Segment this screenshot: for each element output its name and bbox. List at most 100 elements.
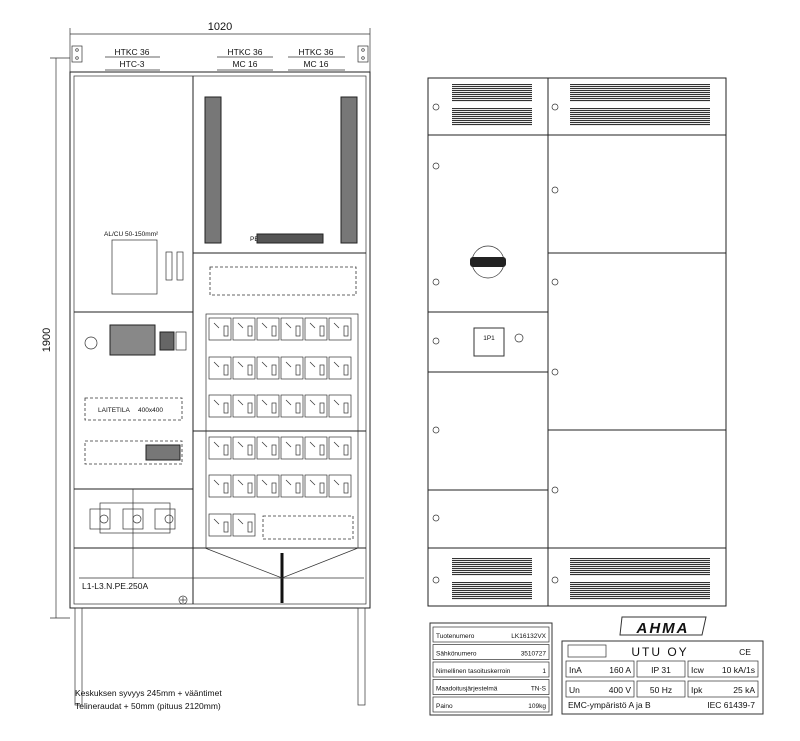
- vent-slot: [452, 118, 532, 120]
- vent-slot: [570, 94, 710, 96]
- vent-slot: [452, 594, 532, 596]
- svg-text:MC 16: MC 16: [303, 59, 328, 69]
- breaker: [256, 317, 280, 341]
- cable-duct-right: [340, 96, 358, 244]
- vent-slot: [452, 574, 532, 576]
- door-lock-icon: [432, 103, 440, 111]
- terminal-block: [109, 324, 156, 356]
- vent-slot: [452, 86, 532, 88]
- main-switch: [111, 239, 158, 295]
- door-lock-icon: [551, 186, 559, 194]
- breaker: [208, 394, 232, 418]
- breaker: [232, 317, 256, 341]
- breaker: [328, 436, 352, 460]
- top-label-1: HTKC 36 HTC-3: [105, 47, 160, 71]
- vent-slot: [570, 562, 710, 564]
- vent-slot: [452, 558, 532, 560]
- rating-label: Icw: [691, 665, 705, 675]
- top-label-3: HTKC 36 MC 16: [288, 47, 345, 71]
- fuse-bases: [89, 489, 176, 578]
- door-lock-icon: [432, 278, 440, 286]
- company-name: UTU OY: [631, 645, 688, 659]
- vent-slot: [570, 88, 710, 90]
- indicator-lamp-icon: [514, 333, 524, 343]
- vent-slot: [570, 564, 710, 566]
- breaker: [256, 474, 280, 498]
- vent-slot: [570, 582, 710, 584]
- svg-text:HTKC 36: HTKC 36: [299, 47, 334, 57]
- vent-slot: [570, 100, 710, 102]
- breaker: [280, 317, 304, 341]
- vent-slot: [452, 572, 532, 574]
- breaker: [256, 394, 280, 418]
- vent-slot: [452, 108, 532, 110]
- vent-slot: [452, 592, 532, 594]
- info-row: [432, 696, 550, 713]
- vent-slot: [452, 84, 532, 86]
- svg-text:MC 16: MC 16: [232, 59, 257, 69]
- vent-slot: [452, 90, 532, 92]
- info-label: Nimellinen tasoituskerroin: [436, 668, 511, 675]
- vent-slot: [452, 88, 532, 90]
- info-value: 3510727: [521, 651, 547, 658]
- info-row: [432, 679, 550, 695]
- standard-label: IEC 61439-7: [707, 700, 755, 710]
- vent-slot: [570, 588, 710, 590]
- vent-slot: [452, 596, 532, 598]
- vent-slot: [570, 114, 710, 116]
- breaker: [208, 474, 232, 498]
- vent-slot: [570, 108, 710, 110]
- breaker: [232, 356, 256, 380]
- vent-slot: [570, 120, 710, 122]
- rating-label: Un: [569, 685, 580, 695]
- meter-label: 1P1: [483, 335, 495, 342]
- vent-slot: [570, 122, 710, 124]
- breaker: [232, 474, 256, 498]
- vent-slot: [452, 570, 532, 572]
- vent-slot: [452, 98, 532, 100]
- vent-slot: [570, 590, 710, 592]
- svg-text:HTKC 36: HTKC 36: [115, 47, 150, 57]
- breaker: [208, 513, 232, 537]
- vent-slot: [570, 586, 710, 588]
- vent-slot: [452, 120, 532, 122]
- breaker: [304, 474, 328, 498]
- door-lock-icon: [432, 162, 440, 170]
- rating-label: Ipk: [691, 685, 703, 695]
- breaker-grid: [205, 313, 359, 549]
- enclosure-outline: [69, 71, 371, 609]
- rating-cell: [687, 660, 759, 678]
- vent-slot: [570, 570, 710, 572]
- info-row: [432, 661, 550, 678]
- breaker: [328, 394, 352, 418]
- breaker: [280, 356, 304, 380]
- vent-slot: [570, 592, 710, 594]
- rail-note: Telineraudat + 50mm (pituus 2120mm): [75, 701, 221, 711]
- info-label: Maadoitusjärjestelmä: [436, 686, 498, 693]
- door-lock-icon: [551, 486, 559, 494]
- breaker: [280, 474, 304, 498]
- vent-slot: [570, 594, 710, 596]
- breaker: [256, 436, 280, 460]
- info-row: [432, 626, 550, 643]
- info-value: 1: [542, 668, 546, 675]
- breaker: [208, 317, 232, 341]
- rating-value: IP 31: [651, 665, 671, 675]
- info-row: [432, 644, 550, 660]
- ce-mark: CE: [739, 647, 751, 657]
- vent-slot: [570, 92, 710, 94]
- rating-cell: [636, 680, 686, 698]
- energy-meter: [473, 327, 505, 357]
- vent-slot: [570, 90, 710, 92]
- rating-value: 160 A: [609, 665, 631, 675]
- vent-slot: [452, 114, 532, 116]
- rating-value: 50 Hz: [650, 685, 672, 695]
- vent-slot: [452, 94, 532, 96]
- busbar-label: L1-L3.N.PE.250A: [82, 581, 148, 591]
- vent-slot: [452, 598, 532, 600]
- vent-slot: [452, 122, 532, 124]
- vent-slot: [452, 116, 532, 118]
